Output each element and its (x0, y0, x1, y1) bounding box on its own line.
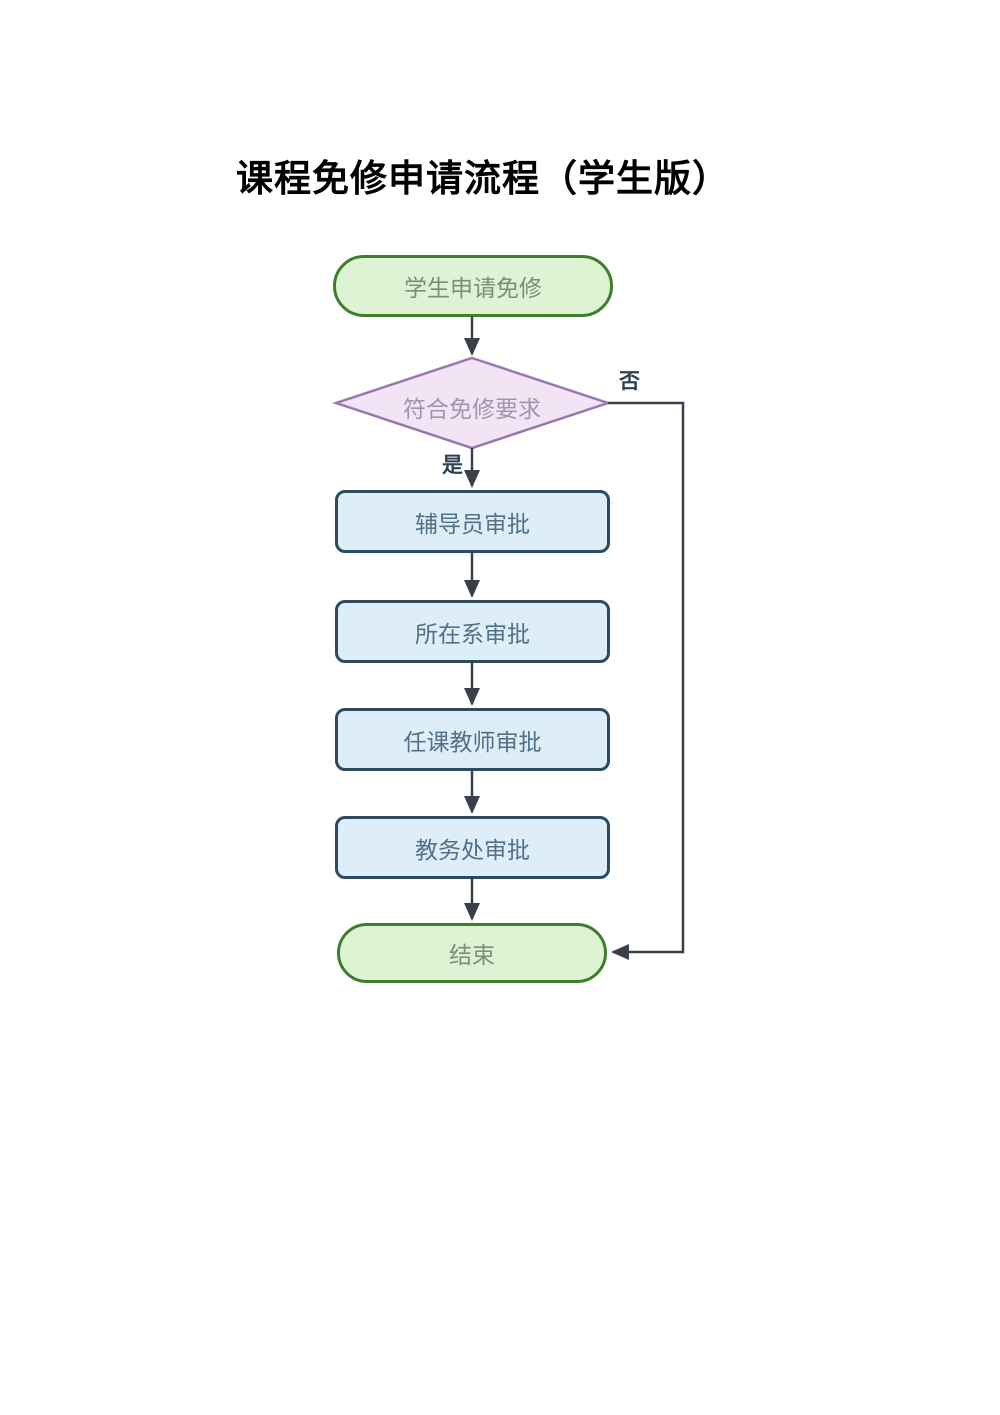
node-step1: 辅导员审批 (335, 490, 610, 553)
node-step4-label: 教务处审批 (415, 836, 530, 863)
node-step3: 任课教师审批 (335, 708, 610, 771)
node-step1-label: 辅导员审批 (415, 510, 530, 537)
node-step4: 教务处审批 (335, 816, 610, 879)
node-step3-label: 任课教师审批 (403, 728, 542, 755)
node-decision-label: 符合免修要求 (403, 396, 541, 422)
node-start: 学生申请免修 (333, 255, 613, 317)
branch-label-no: 否 (619, 370, 640, 393)
node-step2-label: 所在系审批 (415, 620, 530, 647)
node-end: 结束 (337, 923, 607, 983)
connector-no-branch (608, 401, 685, 960)
node-start-label: 学生申请免修 (404, 275, 542, 301)
node-end-label: 结束 (449, 942, 495, 968)
node-step2: 所在系审批 (335, 600, 610, 663)
page-title: 课程免修申请流程（学生版） (236, 159, 730, 200)
branch-label-yes: 是 (442, 454, 463, 477)
